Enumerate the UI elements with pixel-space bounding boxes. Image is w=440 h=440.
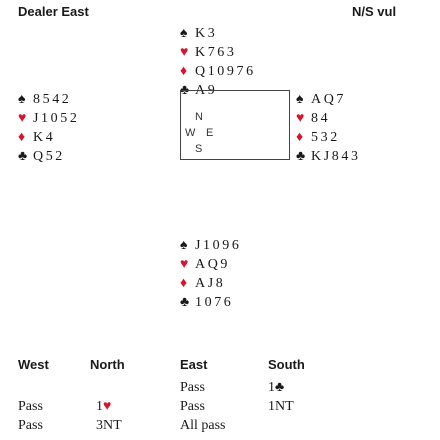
club-icon: ♣ — [18, 149, 28, 164]
north-diamonds-row: ♦ Q10976 — [180, 62, 256, 81]
south-spades-row: ♠ J1096 — [180, 236, 241, 255]
east-diamonds: 532 — [311, 130, 340, 145]
west-diamonds: K4 — [33, 130, 56, 145]
west-spades-row: ♠ 8542 — [18, 90, 79, 109]
south-diamonds-row: ♦ AJ8 — [180, 274, 241, 293]
west-hand: ♠ 8542 ♥ J1052 ♦ K4 ♣ Q52 — [18, 90, 79, 166]
north-hearts-row: ♥ K763 — [180, 43, 256, 62]
auction-header-south: South — [268, 357, 305, 372]
auction-call: 3NT — [96, 418, 122, 433]
club-icon: ♣ — [180, 295, 190, 310]
east-spades-row: ♠ AQ7 — [296, 90, 361, 109]
spade-icon: ♠ — [180, 26, 188, 41]
auction-call: Pass — [180, 399, 205, 414]
compass-west: W — [185, 127, 196, 139]
auction-header-north: North — [90, 357, 125, 372]
east-hearts: 84 — [311, 111, 331, 126]
west-clubs-row: ♣ Q52 — [18, 147, 79, 166]
south-hearts-row: ♥ AQ9 — [180, 255, 241, 274]
heart-icon: ♥ — [296, 111, 305, 126]
auction-call: 1♥ — [96, 399, 112, 414]
vulnerability-label: N/S vul — [352, 4, 397, 19]
heart-icon: ♥ — [103, 399, 112, 414]
spade-icon: ♠ — [180, 238, 188, 253]
south-hearts: AQ9 — [195, 257, 231, 272]
south-spades: J1096 — [195, 238, 242, 253]
north-hand: ♠K3 ♥K763 ♦Q10976 ♣A9 — [180, 24, 256, 100]
south-hand: ♠ J1096 ♥ AQ9 ♦ AJ8 ♣ 1076 — [180, 236, 241, 312]
east-spades: AQ7 — [311, 92, 347, 107]
east-hand: ♠ AQ7 ♥ 84 ♦ 532 ♣ KJ843 — [296, 90, 361, 166]
east-clubs: KJ843 — [311, 149, 361, 164]
auction-call: 1NT — [268, 399, 294, 414]
spade-icon: ♠ — [18, 92, 26, 107]
compass-east: E — [206, 127, 214, 139]
auction-call: Pass — [18, 418, 43, 433]
compass-north: N — [195, 111, 203, 123]
auction-header-west: West — [18, 357, 49, 372]
auction-call: All pass — [180, 418, 226, 433]
compass-south: S — [195, 143, 203, 155]
compass-box: N W E S — [180, 90, 290, 160]
west-hearts: J1052 — [33, 111, 80, 126]
auction-call: Pass — [180, 380, 205, 395]
west-hearts-row: ♥ J1052 — [18, 109, 79, 128]
club-icon: ♣ — [275, 380, 285, 395]
heart-icon: ♥ — [180, 257, 189, 272]
diamond-icon: ♦ — [180, 64, 188, 79]
auction-header-east: East — [180, 357, 208, 372]
south-clubs-row: ♣ 1076 — [180, 293, 241, 312]
heart-icon: ♥ — [180, 45, 189, 60]
south-diamonds: AJ8 — [195, 276, 226, 291]
north-diamonds: Q10976 — [195, 64, 256, 79]
auction-call: Pass — [18, 399, 43, 414]
east-clubs-row: ♣ KJ843 — [296, 147, 361, 166]
west-diamonds-row: ♦ K4 — [18, 128, 79, 147]
east-diamonds-row: ♦ 532 — [296, 128, 361, 147]
auction-call: 1♣ — [268, 380, 285, 395]
north-spades-row: ♠ K3 — [180, 24, 256, 43]
spade-icon: ♠ — [296, 92, 304, 107]
dealer-label: Dealer East — [18, 4, 89, 19]
diamond-icon: ♦ — [180, 276, 188, 291]
heart-icon: ♥ — [18, 111, 27, 126]
west-spades: 8542 — [33, 92, 72, 107]
diamond-icon: ♦ — [296, 130, 304, 145]
east-hearts-row: ♥ 84 — [296, 109, 361, 128]
south-clubs: 1076 — [195, 295, 234, 310]
diamond-icon: ♦ — [18, 130, 26, 145]
club-icon: ♣ — [296, 149, 306, 164]
north-hearts: K763 — [195, 45, 237, 60]
west-clubs: Q52 — [33, 149, 65, 164]
north-spades: K3 — [195, 26, 218, 41]
